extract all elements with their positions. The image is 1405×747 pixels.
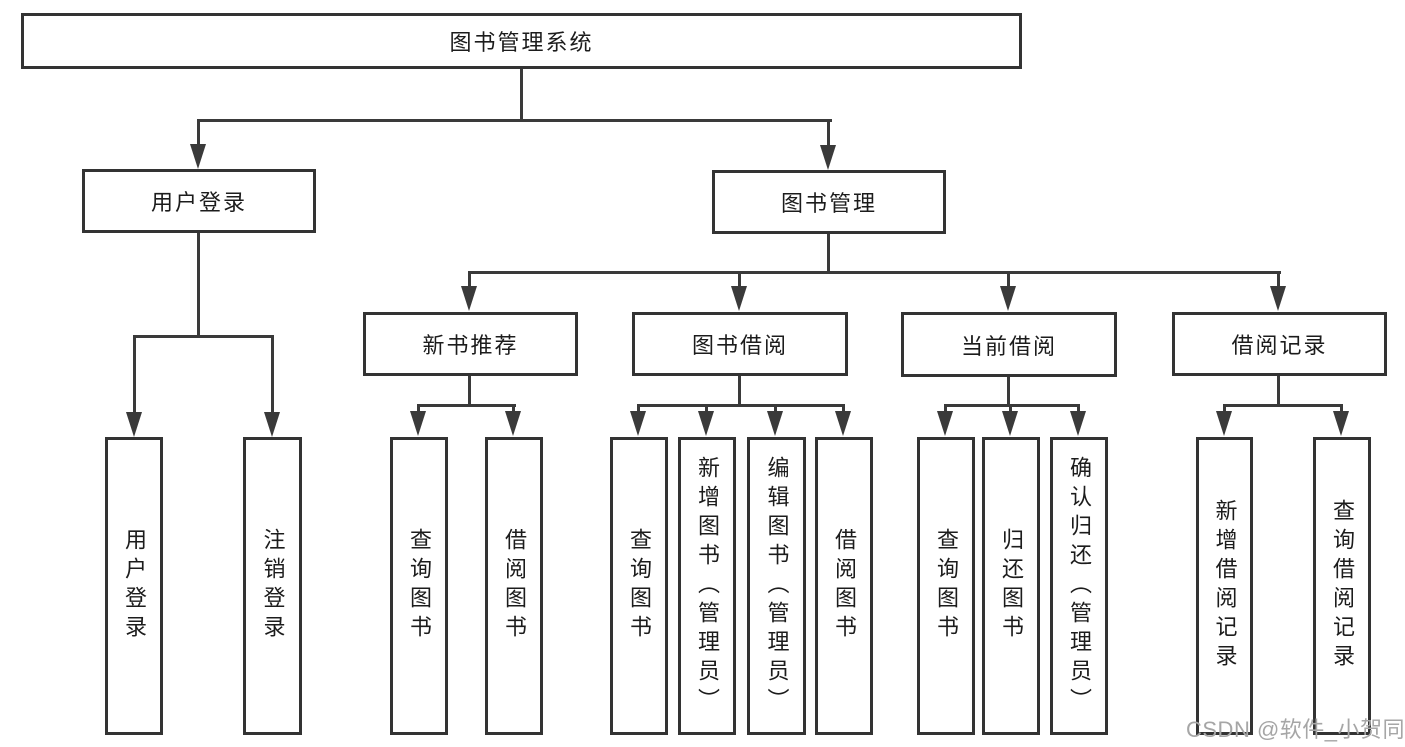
node-borrow-records: 借阅记录 <box>1172 312 1387 376</box>
arrow-to-borrow-records <box>1270 286 1286 311</box>
connector-stem-book-borrow <box>738 271 741 288</box>
node-library-management-system: 图书管理系统 <box>21 13 1022 69</box>
leaf-cb-return-books: 归还图书 <box>982 437 1040 735</box>
leaf-br-query-record: 查询借阅记录 <box>1313 437 1371 735</box>
leaf-bb-borrow-books: 借阅图书 <box>815 437 873 735</box>
connector-stem-book-management <box>827 119 830 147</box>
connector-stem-leaf-logout <box>271 335 274 413</box>
connector-stem-bb-edit <box>774 404 777 415</box>
arrow-to-br-add <box>1216 411 1232 436</box>
arrow-to-cb-query <box>937 411 953 436</box>
connector-stem-user-login <box>197 119 200 147</box>
leaf-br-add-record: 新增借阅记录 <box>1196 437 1253 735</box>
connector-book-management-branch <box>469 271 1281 274</box>
connector-book-management-stem <box>827 234 830 274</box>
connector-stem-cb-query <box>944 404 947 415</box>
leaf-nb-query-books: 查询图书 <box>390 437 448 735</box>
connector-borrow-records-stem <box>1277 376 1280 407</box>
arrow-to-leaf-logout <box>264 412 280 437</box>
leaf-user-login: 用户登录 <box>105 437 163 735</box>
connector-stem-nb-borrow <box>512 404 515 415</box>
leaf-bb-add-books-admin: 新增图书（管理员） <box>678 437 736 735</box>
connector-stem-cb-return <box>1009 404 1012 415</box>
connector-root-stem <box>520 68 523 122</box>
connector-current-borrow-stem <box>1007 377 1010 406</box>
connector-borrow-records-branch <box>1223 404 1343 407</box>
connector-current-borrow-branch <box>944 404 1080 407</box>
arrow-to-bb-edit <box>767 411 783 436</box>
arrow-to-cb-confirm <box>1070 411 1086 436</box>
connector-stem-leaf-login <box>133 335 136 413</box>
connector-book-borrow-stem <box>738 376 741 407</box>
connector-stem-bb-borrow <box>842 404 845 415</box>
csdn-watermark: CSDN @软件_小贺同学 <box>1186 717 1405 742</box>
arrow-to-bb-query <box>630 411 646 436</box>
arrow-to-new-book <box>461 286 477 311</box>
leaf-bb-query-books: 查询图书 <box>610 437 668 735</box>
arrow-to-user-login <box>190 144 206 169</box>
connector-user-login-branch <box>133 335 274 338</box>
connector-new-book-branch <box>418 404 516 407</box>
connector-new-book-stem <box>468 376 471 407</box>
connector-stem-bb-query <box>637 404 640 415</box>
connector-user-login-stem <box>197 233 200 338</box>
connector-stem-br-add <box>1223 404 1226 415</box>
arrow-to-cb-return <box>1002 411 1018 436</box>
leaf-cb-confirm-return-admin: 确认归还（管理员） <box>1050 437 1108 735</box>
arrow-to-book-management <box>820 145 836 170</box>
node-book-borrow: 图书借阅 <box>632 312 848 376</box>
node-user-login: 用户登录 <box>82 169 316 233</box>
arrow-to-leaf-login <box>126 412 142 437</box>
leaf-logout: 注销登录 <box>243 437 302 735</box>
arrow-to-br-query <box>1333 411 1349 436</box>
leaf-bb-edit-books-admin: 编辑图书（管理员） <box>747 437 806 735</box>
leaf-cb-query-books: 查询图书 <box>917 437 975 735</box>
leaf-nb-borrow-books: 借阅图书 <box>485 437 543 735</box>
connector-stem-bb-add <box>705 404 708 415</box>
arrow-to-bb-borrow <box>835 411 851 436</box>
arrow-to-nb-borrow <box>505 411 521 436</box>
node-book-management: 图书管理 <box>712 170 946 234</box>
arrow-to-nb-query <box>410 411 426 436</box>
connector-stem-cb-confirm <box>1077 404 1080 415</box>
arrow-to-current-borrow <box>1000 286 1016 311</box>
arrow-to-book-borrow <box>731 286 747 311</box>
connector-book-borrow-branch <box>637 404 845 407</box>
connector-stem-current-borrow <box>1007 271 1010 288</box>
connector-stem-new-book <box>468 271 471 288</box>
arrow-to-bb-add <box>698 411 714 436</box>
node-current-borrow: 当前借阅 <box>901 312 1117 377</box>
node-new-book-recommend: 新书推荐 <box>363 312 578 376</box>
connector-stem-br-query <box>1340 404 1343 415</box>
connector-stem-nb-query <box>417 404 420 415</box>
connector-stem-borrow-records <box>1277 271 1280 288</box>
connector-root-branch <box>197 119 832 122</box>
